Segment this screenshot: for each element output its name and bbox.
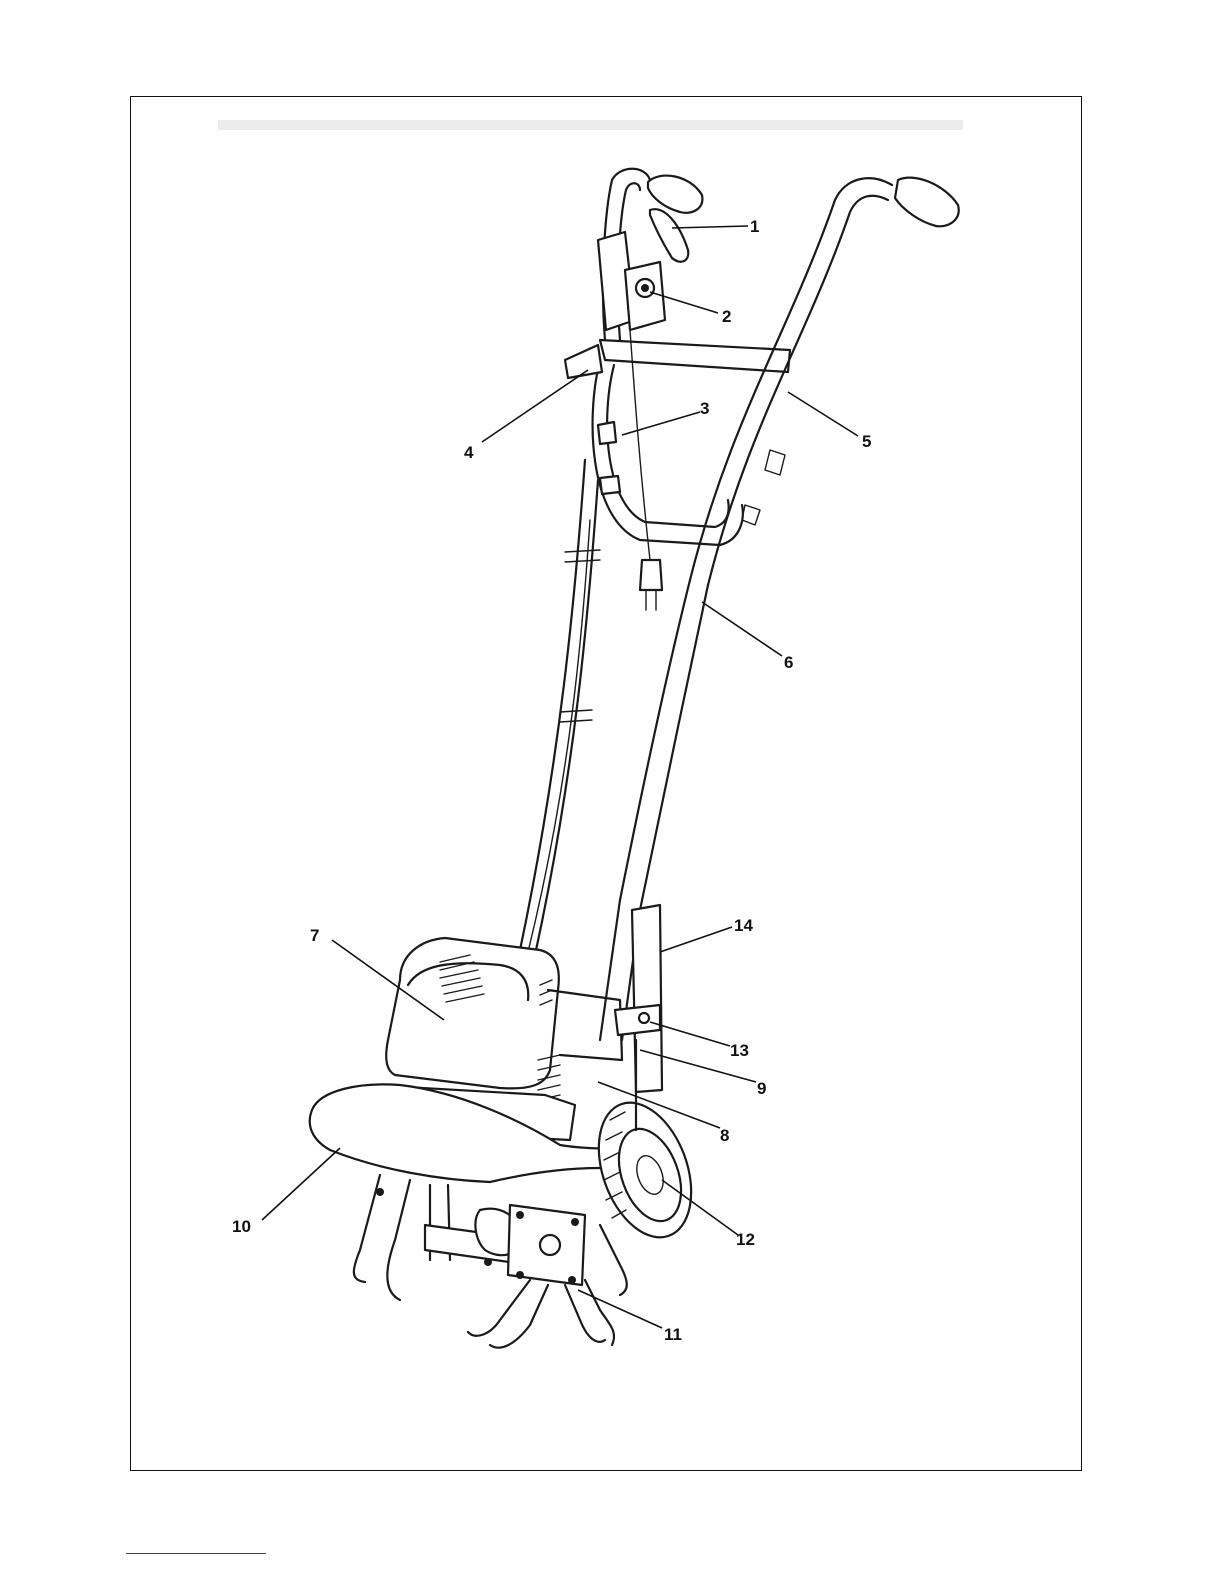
callout-7: 7 bbox=[310, 926, 319, 945]
callout-2: 2 bbox=[722, 307, 731, 326]
callout-4: 4 bbox=[464, 443, 474, 462]
leader-line-10 bbox=[262, 1148, 340, 1220]
callout-13: 13 bbox=[730, 1041, 749, 1060]
callout-6: 6 bbox=[784, 653, 793, 672]
callout-10: 10 bbox=[232, 1217, 251, 1236]
callout-5: 5 bbox=[862, 432, 871, 451]
callout-11: 11 bbox=[664, 1325, 682, 1344]
tines bbox=[354, 1175, 627, 1348]
callout-1: 1 bbox=[750, 217, 759, 236]
leader-line-4 bbox=[482, 370, 588, 442]
leader-line-3 bbox=[622, 412, 700, 435]
leader-line-14 bbox=[660, 927, 732, 952]
leader-line-5 bbox=[788, 392, 858, 436]
footer-link-underline[interactable] bbox=[126, 1553, 266, 1554]
leader-line-6 bbox=[702, 602, 782, 656]
callout-12: 12 bbox=[736, 1230, 755, 1249]
callout-14: 14 bbox=[734, 916, 753, 935]
depth-stake bbox=[615, 905, 662, 1130]
callout-9: 9 bbox=[757, 1079, 766, 1098]
callout-3: 3 bbox=[700, 399, 709, 418]
callout-8: 8 bbox=[720, 1126, 729, 1145]
leader-line-1 bbox=[672, 226, 748, 228]
